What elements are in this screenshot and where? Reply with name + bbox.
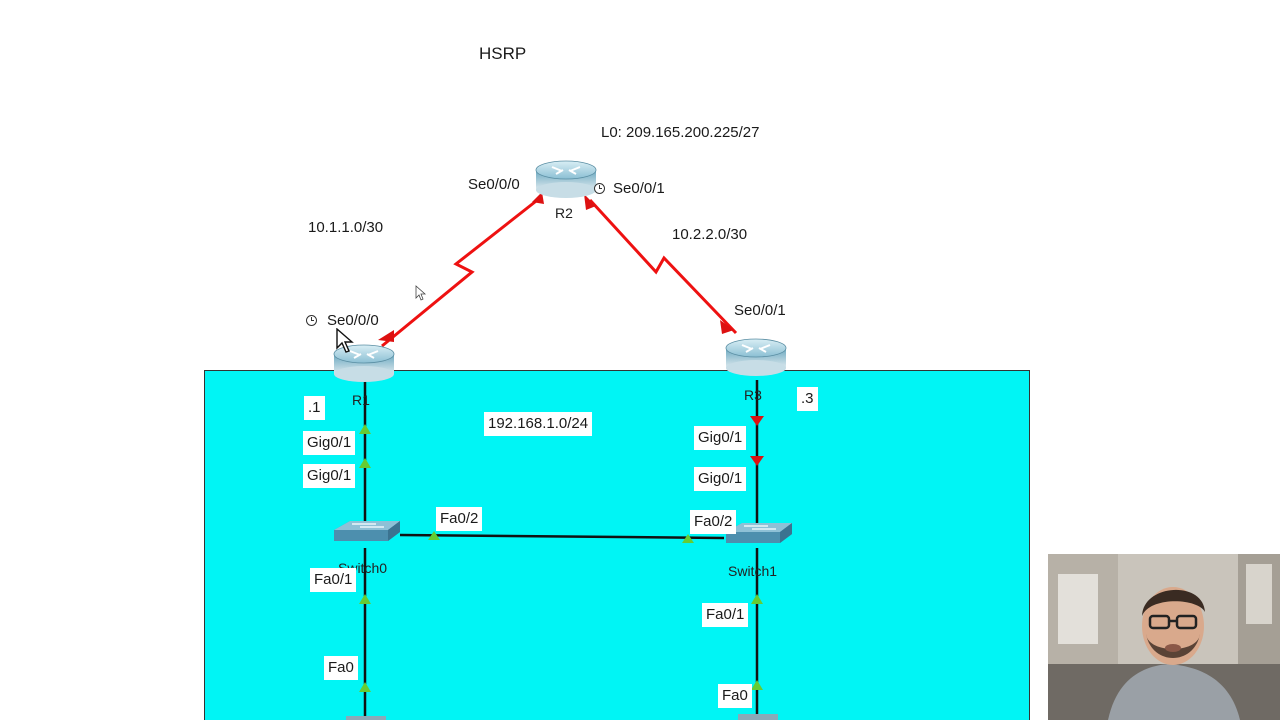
switch0-access-label: Fa0/1 bbox=[310, 568, 357, 592]
network-lan-label: 192.168.1.0/24 bbox=[484, 412, 593, 436]
clock-icon bbox=[306, 315, 317, 326]
r1-serial-label: Se0/0/0 bbox=[327, 312, 379, 329]
link-status-up bbox=[359, 594, 371, 604]
presenter-video-icon bbox=[1048, 554, 1280, 720]
link-status-up bbox=[359, 458, 371, 468]
link-status-up bbox=[751, 594, 763, 604]
link-status-up bbox=[428, 531, 440, 540]
r3-lan-port-label: Gig0/1 bbox=[694, 426, 747, 450]
link-status-up bbox=[751, 680, 763, 690]
pc-right-port-label: Fa0 bbox=[718, 684, 752, 708]
switch1-uplink-label: Gig0/1 bbox=[694, 467, 747, 491]
network-r2-r3-label: 10.2.2.0/30 bbox=[672, 226, 748, 243]
link-status-down bbox=[750, 456, 764, 466]
link-status-up bbox=[378, 330, 394, 342]
diagram-title: HSRP bbox=[479, 44, 527, 63]
switch0-uplink-label: Gig0/1 bbox=[303, 464, 356, 488]
r3-host-octet: .3 bbox=[797, 387, 818, 411]
switch1-icon[interactable] bbox=[726, 523, 792, 543]
router-r2-icon[interactable] bbox=[535, 160, 597, 198]
small-cursor-icon bbox=[415, 285, 427, 301]
switch0-icon[interactable] bbox=[334, 521, 400, 541]
r1-device-name: R1 bbox=[352, 392, 370, 408]
webcam-overlay bbox=[1048, 554, 1280, 720]
serial-link-r1-r2[interactable] bbox=[381, 196, 541, 348]
network-r1-r2-label: 10.1.1.0/30 bbox=[308, 219, 384, 236]
link-status-down bbox=[750, 416, 764, 426]
r3-device-name: R3 bbox=[744, 387, 762, 403]
pc-left-icon[interactable] bbox=[346, 716, 386, 720]
mouse-cursor-icon bbox=[336, 328, 354, 353]
r2-serial-left-label: Se0/0/0 bbox=[468, 176, 520, 193]
r2-serial-right-label: Se0/0/1 bbox=[613, 180, 665, 197]
r1-host-octet: .1 bbox=[304, 396, 325, 420]
link-status-up bbox=[532, 192, 544, 204]
link-status-up bbox=[584, 194, 596, 210]
link-status-up bbox=[359, 424, 371, 434]
r2-device-name: R2 bbox=[555, 205, 573, 221]
r1-lan-port-label: Gig0/1 bbox=[303, 431, 356, 455]
loopback-label: L0: 209.165.200.225/27 bbox=[601, 124, 760, 141]
switch1-trunk-label: Fa0/2 bbox=[690, 510, 737, 534]
link-status-up bbox=[682, 534, 694, 543]
router-r3-icon[interactable] bbox=[725, 338, 787, 376]
link-status-up bbox=[720, 320, 734, 334]
switch1-device-name: Switch1 bbox=[728, 563, 778, 579]
switch1-access-label: Fa0/1 bbox=[702, 603, 749, 627]
switch0-trunk-label: Fa0/2 bbox=[436, 507, 483, 531]
r3-serial-label: Se0/0/1 bbox=[734, 302, 786, 319]
link-status-up bbox=[359, 682, 371, 692]
serial-link-r2-r3[interactable] bbox=[588, 198, 738, 335]
link-switch0-switch1[interactable] bbox=[399, 533, 725, 540]
clock-icon bbox=[594, 183, 605, 194]
pc-left-port-label: Fa0 bbox=[324, 656, 358, 680]
pc-right-icon[interactable] bbox=[738, 714, 778, 720]
